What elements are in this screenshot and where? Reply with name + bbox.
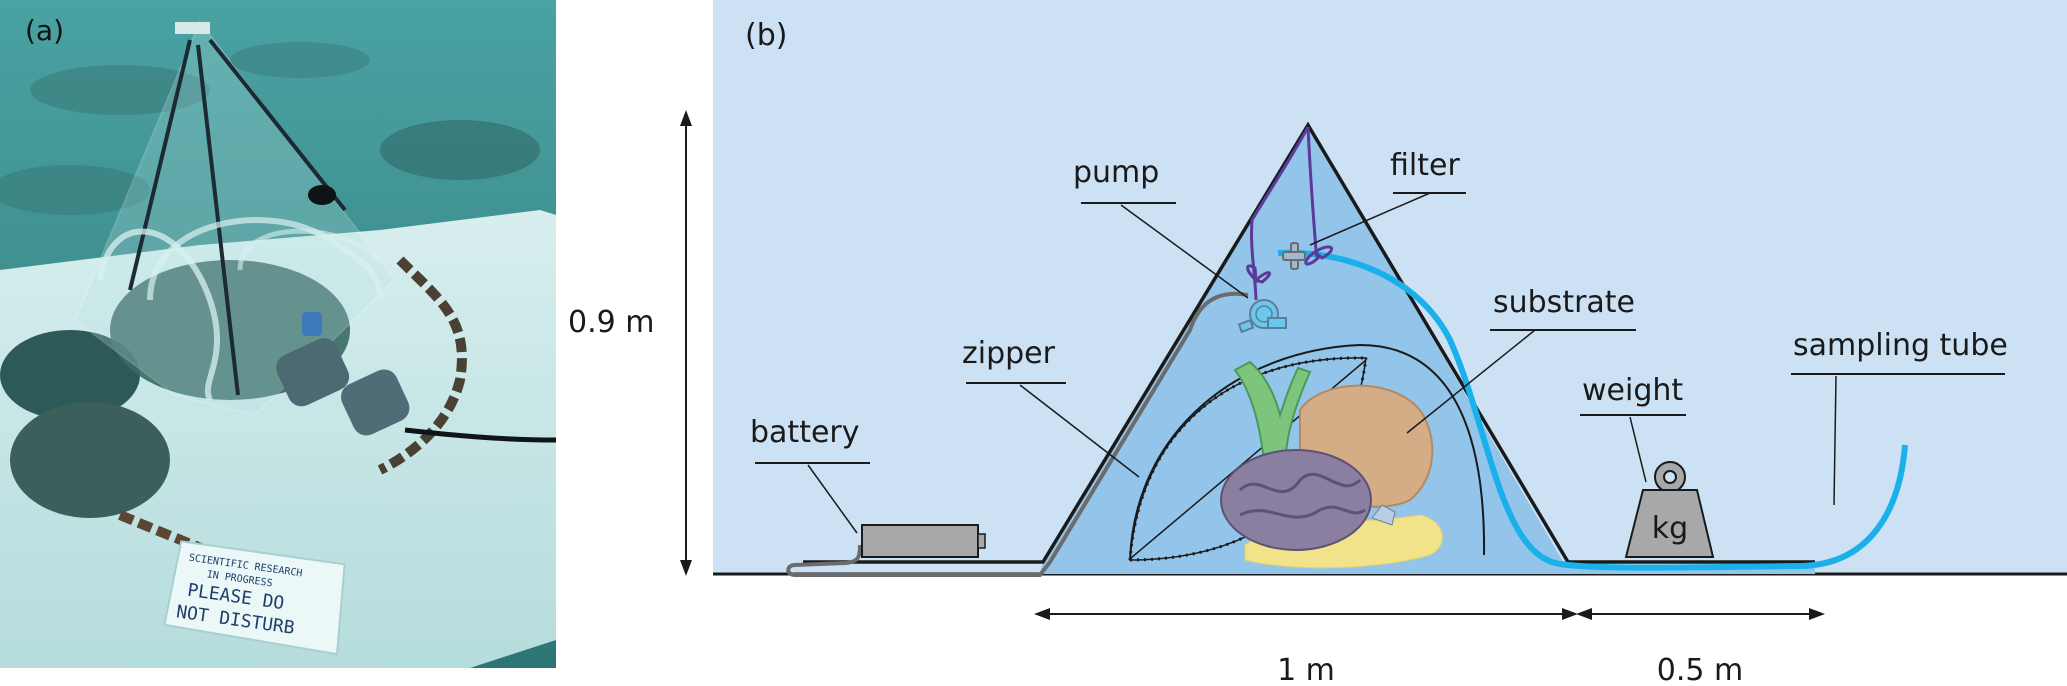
base-width-dimension: 1 m [1034,608,1578,686]
green-algae [1233,360,1312,471]
sampling-tube-label: sampling tube [1793,328,2008,363]
base-width-label: 1 m [1277,653,1335,686]
sampling-tube-line [1277,249,1908,571]
seafloor-rock [230,42,370,78]
pump-label: pump [1073,155,1159,190]
clamp [308,185,336,205]
weight-label: weight [1582,373,1683,408]
filter-icon [1282,242,1306,270]
string-bow-pump [1246,264,1272,284]
zipper-arc [1129,343,1486,561]
panel-a-label: (a) [25,14,65,47]
chamber-rod [196,44,240,396]
battery-label: battery [750,415,860,450]
label-pump: pump [1073,155,1249,299]
shell [1371,504,1396,526]
underwater-photo: SCIENTIFIC RESEARCH IN PROGRESS PLEASE D… [0,0,556,668]
chamber-rod [128,39,192,291]
chain [377,256,467,475]
height-dimension-label: 0.9 m [568,305,654,340]
filter-capsule [302,312,322,336]
chamber-outline [803,121,1815,564]
weight-icon: kg [1624,461,1715,558]
height-dimension: 0.9 m [568,110,692,576]
chamber-apex-cap [175,22,210,34]
filter-label: filter [1390,148,1460,183]
seafloor-rock [30,65,210,115]
pump-housing [276,338,350,407]
label-sampling-tube: sampling tube [1791,328,2008,506]
label-zipper: zipper [962,336,1140,478]
battery-icon [861,524,986,558]
rock [0,330,140,420]
pump-icon [1237,299,1287,334]
photo-panel-a: SCIENTIFIC RESEARCH IN PROGRESS PLEASE D… [0,0,556,668]
tubing [237,228,382,271]
research-sign: SCIENTIFIC RESEARCH IN PROGRESS PLEASE D… [163,540,346,656]
filter-string [1306,126,1318,251]
label-weight: weight [1580,373,1686,483]
pump-housing [341,369,410,436]
zipper-label: zipper [962,336,1056,371]
seafloor-rock [380,120,540,180]
rock [10,402,170,518]
substrate-label: substrate [1493,285,1635,320]
chamber-body [1040,125,1565,574]
weight-unit-label: kg [1652,511,1688,546]
tubing [97,228,221,402]
brain-coral-texture [1238,472,1366,519]
string-bow-filter [1304,245,1334,266]
label-filter: filter [1309,148,1466,246]
label-battery: battery [750,415,870,534]
brain-coral [1220,449,1372,551]
tube-length-label: 0.5 m [1657,653,1743,686]
panel-b-label: (b) [745,18,787,53]
seafloor-rock [0,165,150,215]
cable [404,427,556,443]
label-substrate: substrate [1406,285,1636,434]
chamber-rod [208,38,347,212]
pump-cable [786,291,1249,577]
tube-length-dimension: 0.5 m [1576,608,1825,686]
tubing [147,217,383,301]
